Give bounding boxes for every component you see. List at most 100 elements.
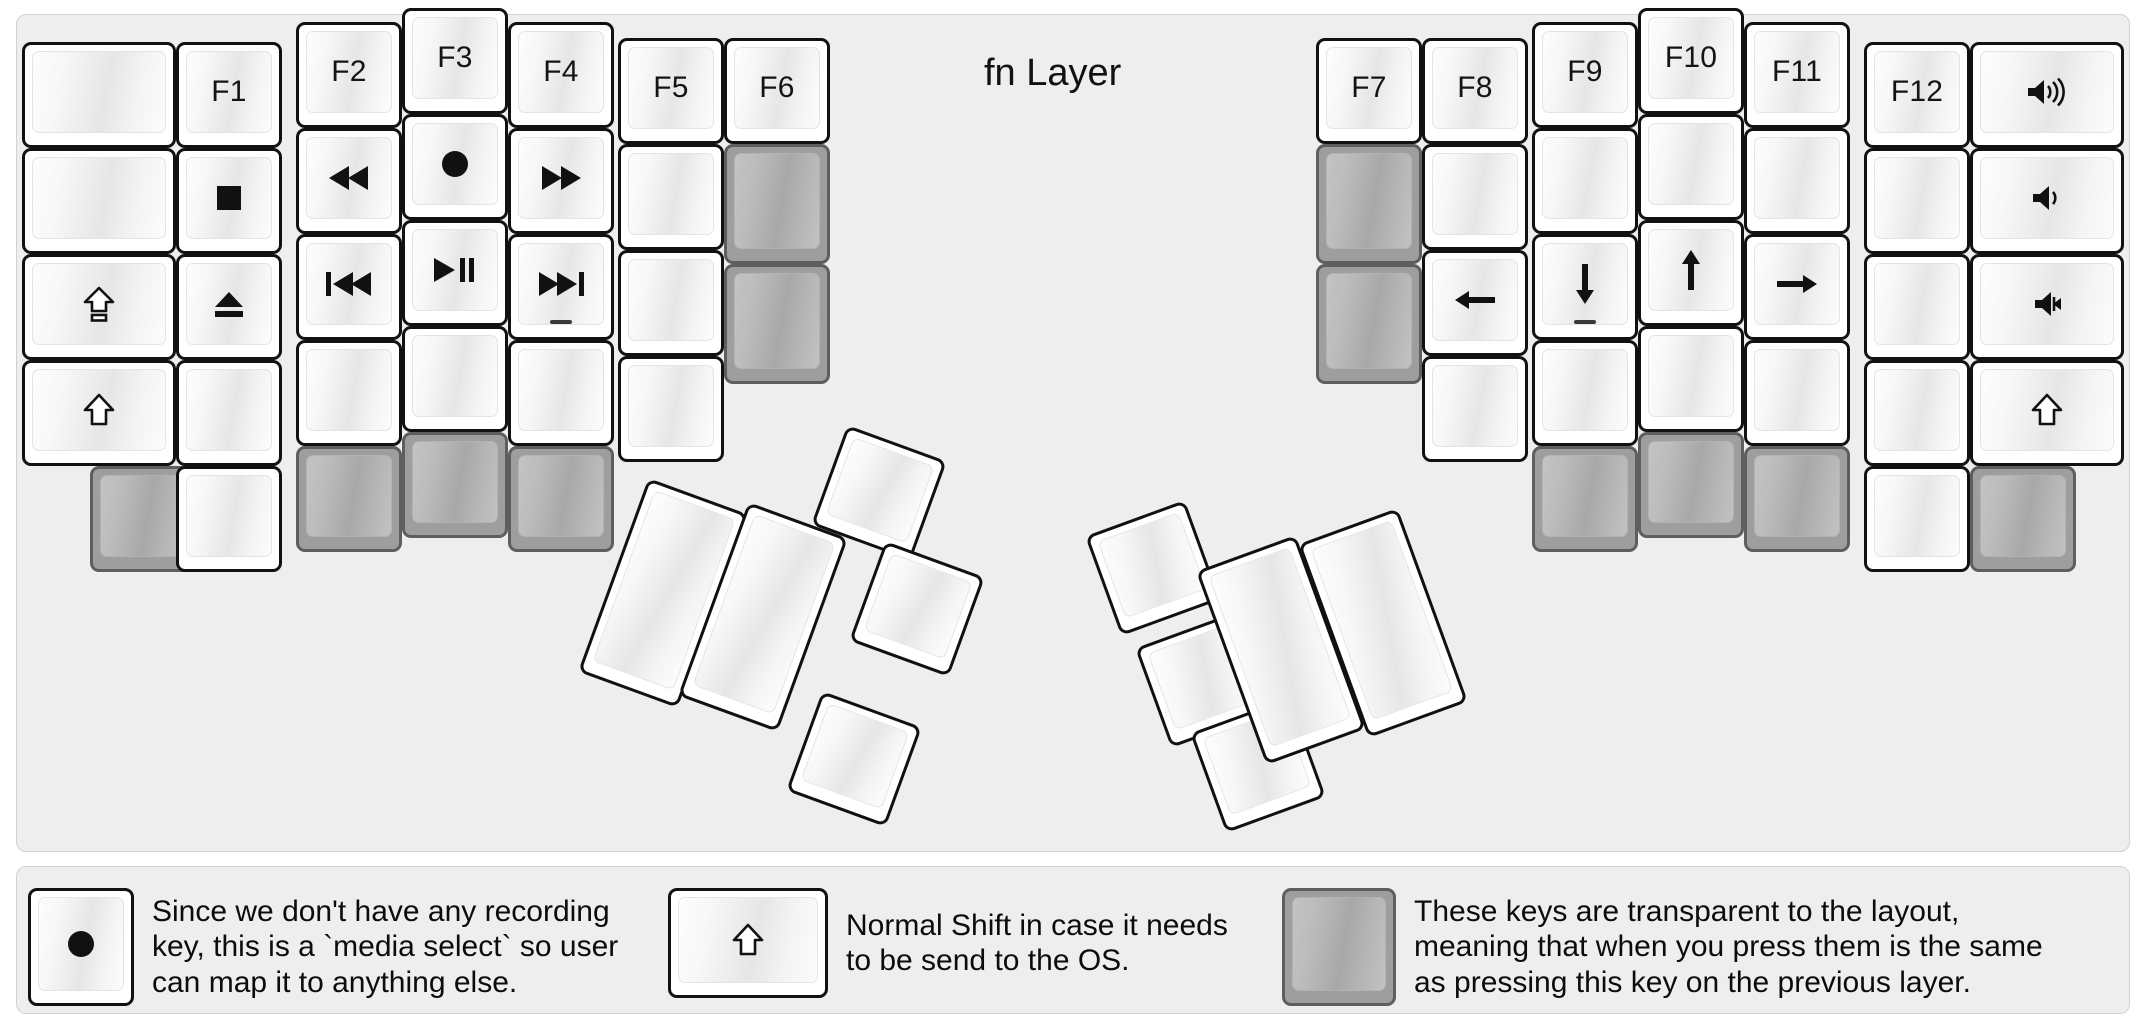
legend-sample-key — [28, 888, 134, 1006]
key-transparent-r1-tall1[interactable] — [1316, 144, 1422, 264]
key-blank-r6r3[interactable] — [1864, 254, 1970, 360]
key-blank-l6r4[interactable] — [618, 356, 724, 462]
keycap-face — [518, 455, 604, 537]
keycap-face — [1874, 369, 1960, 451]
key-f3[interactable]: F3 — [402, 8, 508, 114]
key-blank-l6r2[interactable] — [618, 144, 724, 250]
keycap-face — [1980, 475, 2066, 557]
key-f9[interactable]: F9 — [1532, 22, 1638, 128]
key-transparent-r1-tall2[interactable] — [1316, 264, 1422, 384]
key-blank-r4r2[interactable] — [1638, 114, 1744, 220]
keycap-face — [1648, 123, 1734, 205]
rewind-icon — [328, 165, 370, 191]
key-blank-r2r2[interactable] — [1422, 144, 1528, 250]
key-transparent-l7-tall2[interactable] — [724, 264, 830, 384]
key-transparent-r7r5[interactable] — [1970, 466, 2076, 572]
key-media-rewind[interactable] — [296, 128, 402, 234]
key-blank-r6r4[interactable] — [1864, 360, 1970, 466]
key-f10[interactable]: F10 — [1638, 8, 1744, 114]
key-transparent-l3r5[interactable] — [296, 446, 402, 552]
key-blank-r4r4[interactable] — [1638, 326, 1744, 432]
keycap-face — [186, 369, 272, 451]
key-blank-r5r2[interactable] — [1744, 128, 1850, 234]
key-blank-l4r4[interactable] — [402, 326, 508, 432]
shift-arrow-icon — [732, 923, 764, 957]
homing-bar — [550, 320, 572, 324]
keycap-face — [412, 335, 498, 417]
homing-bar — [1574, 320, 1596, 324]
next-track-icon — [537, 271, 585, 297]
key-transparent-l7-tall1[interactable] — [724, 144, 830, 264]
key-blank-r6r2[interactable] — [1864, 148, 1970, 254]
legend-sample-key — [1282, 888, 1396, 1006]
volume-up-icon — [2025, 77, 2069, 107]
key-blank-l2r4[interactable] — [176, 360, 282, 466]
key-blank-l2r5[interactable] — [176, 466, 282, 572]
key-media-eject[interactable] — [176, 254, 282, 360]
key-volume-down[interactable] — [1970, 148, 2124, 254]
legend-description: Since we don't have any recording key, t… — [152, 894, 619, 999]
key-media-select[interactable] — [402, 114, 508, 220]
key-media-fastfwd[interactable] — [508, 128, 614, 234]
play-pause-icon — [433, 257, 477, 283]
keycap-face: F11 — [1754, 31, 1840, 113]
keycap-face: F12 — [1874, 51, 1960, 133]
keycap-face — [800, 702, 910, 810]
key-f12[interactable]: F12 — [1864, 42, 1970, 148]
shift-arrow-icon — [2031, 393, 2063, 427]
key-arrow-up[interactable] — [1638, 220, 1744, 326]
record-circle-icon — [65, 928, 97, 960]
key-label: F12 — [1890, 75, 1944, 108]
key-label: F6 — [759, 71, 795, 104]
key-transparent-r5r5[interactable] — [1744, 446, 1850, 552]
key-arrow-down[interactable] — [1532, 234, 1638, 340]
key-arrow-right[interactable] — [1744, 234, 1850, 340]
key-label: F3 — [437, 41, 473, 74]
key-f2[interactable]: F2 — [296, 22, 402, 128]
keycap-face — [1432, 365, 1518, 447]
key-arrow-left[interactable] — [1422, 250, 1528, 356]
key-volume-mute[interactable] — [1970, 254, 2124, 360]
volume-down-icon — [2030, 183, 2064, 213]
key-media-stop[interactable] — [176, 148, 282, 254]
key-capslock[interactable] — [22, 254, 176, 360]
keycap-face — [1754, 137, 1840, 219]
key-shift-right[interactable] — [1970, 360, 2124, 466]
key-blank-r6r5[interactable] — [1864, 466, 1970, 572]
keycap-face: F8 — [1432, 47, 1518, 129]
key-blank-l1r1[interactable] — [22, 42, 176, 148]
key-f7[interactable]: F7 — [1316, 38, 1422, 144]
key-transparent-r3r5[interactable] — [1532, 446, 1638, 552]
key-transparent-l5r5[interactable] — [508, 446, 614, 552]
key-media-playpause[interactable] — [402, 220, 508, 326]
key-shift-left[interactable] — [22, 360, 176, 466]
key-f4[interactable]: F4 — [508, 22, 614, 128]
key-volume-up[interactable] — [1970, 42, 2124, 148]
key-f11[interactable]: F11 — [1744, 22, 1850, 128]
key-f1[interactable]: F1 — [176, 42, 282, 148]
key-blank-l5r4[interactable] — [508, 340, 614, 446]
keycap-face — [186, 157, 272, 239]
key-f6[interactable]: F6 — [724, 38, 830, 144]
key-media-next[interactable] — [508, 234, 614, 340]
key-f5[interactable]: F5 — [618, 38, 724, 144]
keycap-face — [412, 123, 498, 205]
volume-mute-icon — [2032, 289, 2062, 319]
key-blank-r2r4[interactable] — [1422, 356, 1528, 462]
keycap-face — [1432, 153, 1518, 235]
prev-track-icon — [325, 271, 373, 297]
keycap-face — [1980, 263, 2114, 345]
key-transparent-l4r5[interactable] — [402, 432, 508, 538]
key-f8[interactable]: F8 — [1422, 38, 1528, 144]
keycap-face — [1754, 455, 1840, 537]
key-blank-l1r2[interactable] — [22, 148, 176, 254]
keycap-face — [825, 436, 935, 544]
key-transparent-r4r5[interactable] — [1638, 432, 1744, 538]
key-media-prev[interactable] — [296, 234, 402, 340]
key-blank-l3r4[interactable] — [296, 340, 402, 446]
key-blank-r5r4[interactable] — [1744, 340, 1850, 446]
key-blank-r3r4[interactable] — [1532, 340, 1638, 446]
key-blank-l6r3[interactable] — [618, 250, 724, 356]
key-blank-r3r2[interactable] — [1532, 128, 1638, 234]
